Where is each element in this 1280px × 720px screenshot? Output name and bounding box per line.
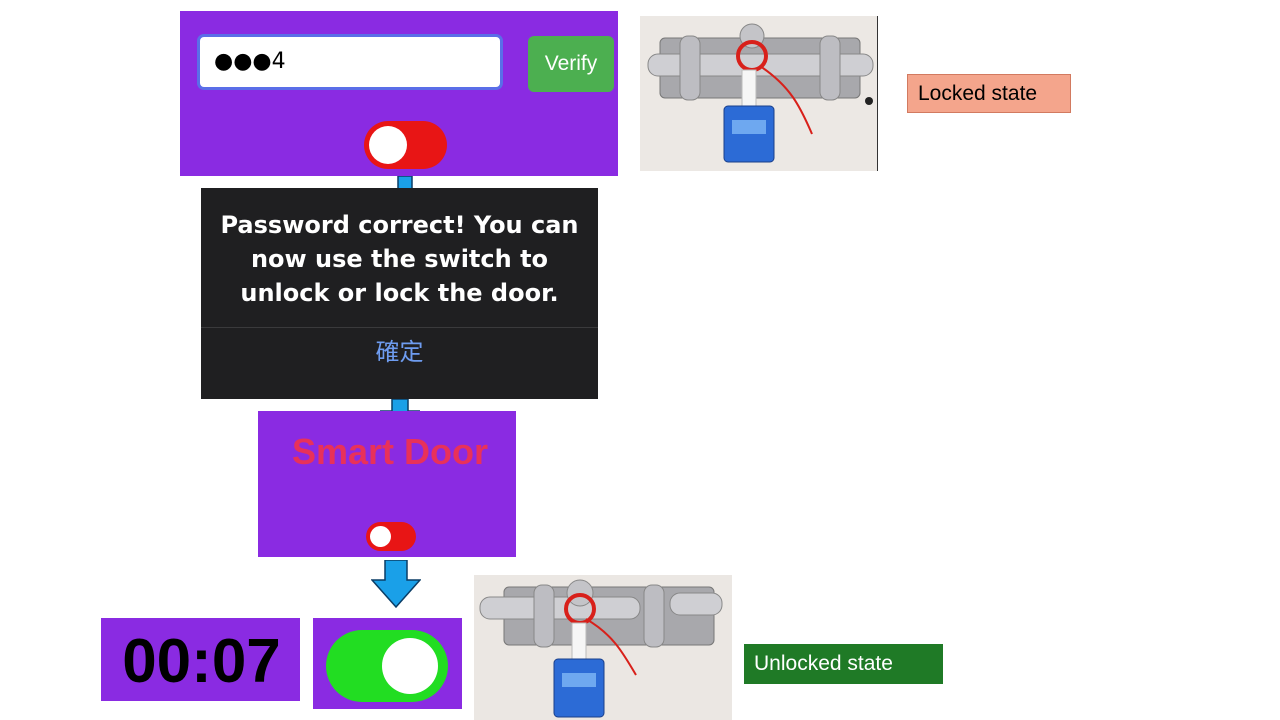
locked-door-photo [640,16,878,171]
unlock-switch-panel [313,618,462,709]
verify-button[interactable]: Verify [528,36,614,92]
toggle-knob [370,526,391,547]
unlocked-door-photo [474,575,732,720]
alert-message: Password correct! You can now use the sw… [220,211,579,307]
toggle-knob [382,638,438,694]
unlocked-state-label: Unlocked state [744,644,943,684]
smart-door-panel: Smart Door [258,411,516,557]
alert-dialog: Password correct! You can now use the sw… [201,188,598,399]
ok-button[interactable]: 確定 [375,339,424,366]
login-panel: ●●●4 Verify [180,11,618,176]
latch-illustration [474,575,732,720]
down-arrow-icon [371,560,421,608]
door-toggle-switch[interactable] [366,522,416,551]
countdown-timer: 00:07 [122,627,281,696]
unlock-toggle-switch[interactable] [326,630,448,702]
password-input[interactable]: ●●●4 [197,34,503,90]
dialog-divider [201,327,598,328]
locked-state-label: Locked state [907,74,1071,113]
latch-illustration [640,16,877,171]
smart-door-title: Smart Door [291,431,489,472]
timer-panel: 00:07 [101,618,300,701]
toggle-knob [369,126,407,164]
lock-toggle-switch[interactable] [364,121,447,169]
